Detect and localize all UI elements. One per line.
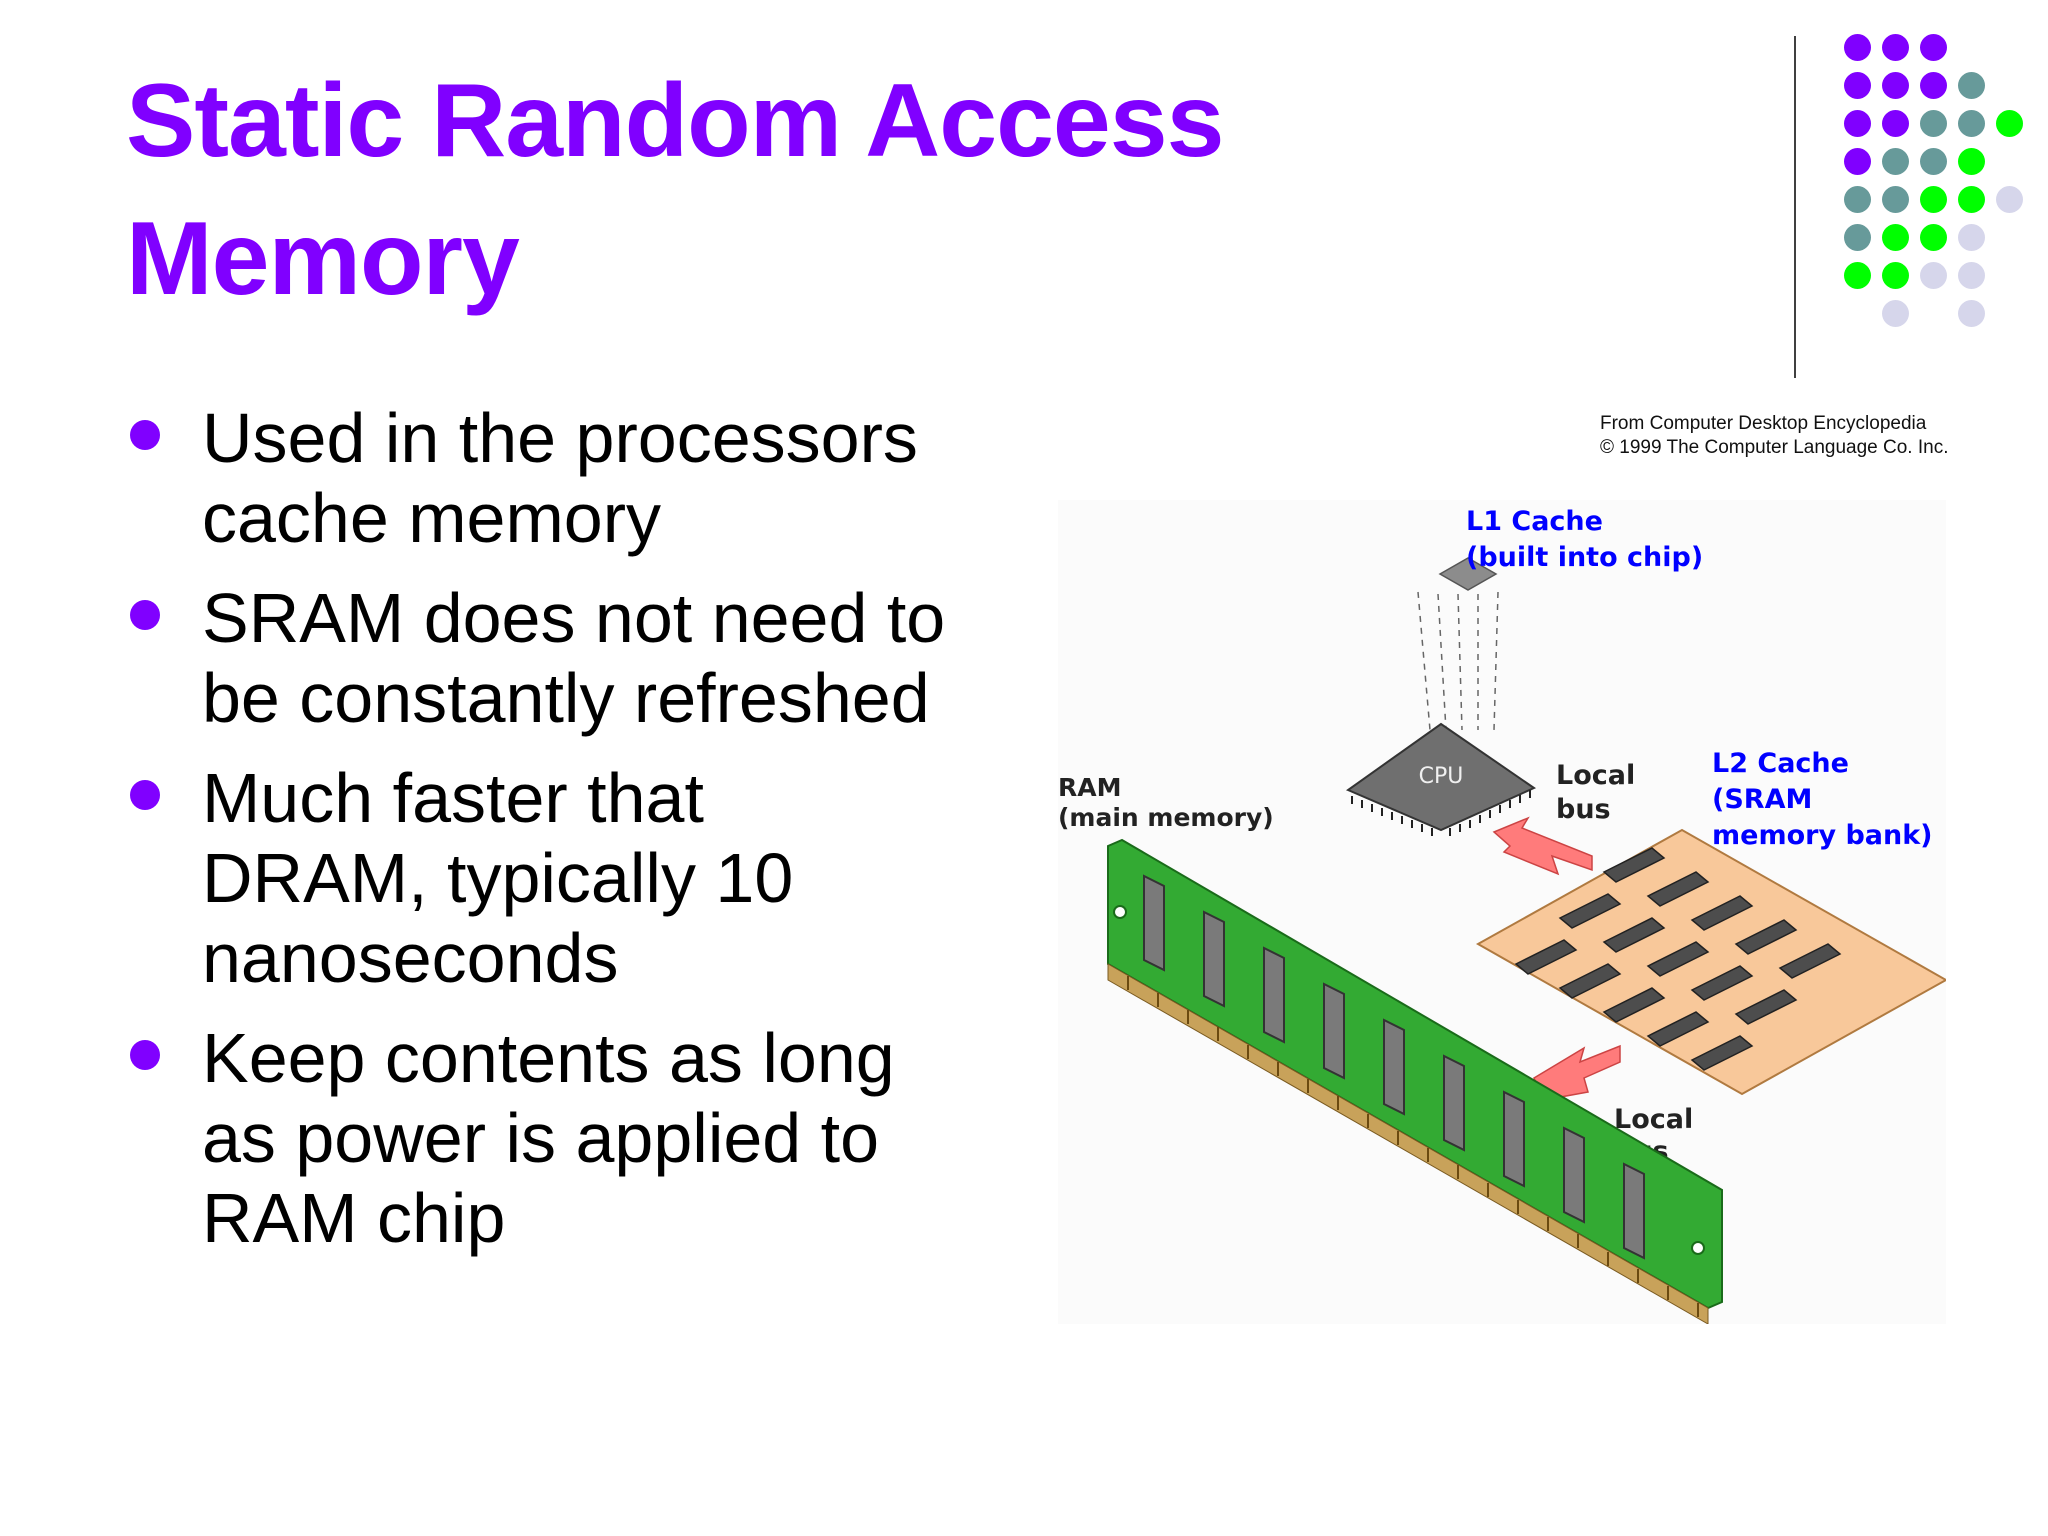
l2-label-line-2: (SRAM: [1712, 784, 1812, 815]
decorative-dot: [1920, 110, 1947, 137]
decorative-dot: [1920, 72, 1947, 99]
bullet-text: be constantly refreshed: [202, 659, 930, 737]
bullet-text: RAM chip: [202, 1179, 506, 1257]
decorative-dot: [1844, 262, 1871, 289]
vertical-divider: [1794, 36, 1796, 378]
decorative-dot: [1920, 224, 1947, 251]
decorative-dot: [1844, 72, 1871, 99]
bullet-marker-icon: [130, 420, 160, 450]
decorative-dot: [1882, 300, 1909, 327]
bullet-item: Used in the processors cache memory: [126, 398, 1026, 558]
cpu-label: CPU: [1419, 764, 1464, 789]
decorative-dot: [1958, 224, 1985, 251]
decorative-dot: [1958, 72, 1985, 99]
bullet-marker-icon: [130, 780, 160, 810]
memory-diagram-svg: CPU L1 Cache (built into chip) Local bus…: [1058, 500, 1946, 1324]
decorative-dot: [1844, 186, 1871, 213]
decorative-dot: [1882, 34, 1909, 61]
decorative-dot: [1920, 186, 1947, 213]
l1-label-line-2: (built into chip): [1466, 542, 1703, 573]
bullet-text: DRAM, typically 10: [202, 839, 794, 917]
decorative-dot: [1920, 34, 1947, 61]
bullet-item: Much faster that DRAM, typically 10 nano…: [126, 758, 1026, 998]
decorative-dot: [1958, 110, 1985, 137]
bullet-item: SRAM does not need to be constantly refr…: [126, 578, 1026, 738]
title-line-2: Memory: [126, 201, 520, 317]
decorative-dot: [1920, 148, 1947, 175]
decorative-dot: [1958, 186, 1985, 213]
l2-label-line-3: memory bank): [1712, 820, 1933, 851]
decorative-dot: [1958, 300, 1985, 327]
decorative-dot: [1882, 224, 1909, 251]
ram-label-line-1: RAM: [1058, 773, 1121, 802]
decorative-dot: [1844, 34, 1871, 61]
decorative-dot: [1844, 148, 1871, 175]
memory-diagram: CPU L1 Cache (built into chip) Local bus…: [1058, 500, 1946, 1324]
bullet-list: Used in the processors cache memory SRAM…: [126, 398, 1026, 1278]
decorative-dot: [1882, 148, 1909, 175]
bullet-text: as power is applied to: [202, 1099, 880, 1177]
credit-line-2: © 1999 The Computer Language Co. Inc.: [1600, 437, 1949, 458]
decorative-dot: [1882, 72, 1909, 99]
cpu-chip-icon: [1345, 722, 1537, 836]
credit-line-1: From Computer Desktop Encyclopedia: [1600, 413, 1927, 434]
local-bus-top-line-1: Local: [1556, 760, 1635, 791]
l1-cache-die-icon: [1438, 557, 1498, 591]
l2-label-line-1: L2 Cache: [1712, 748, 1849, 779]
bullet-text: Used in the processors: [202, 399, 918, 477]
decorative-dot: [1996, 186, 2023, 213]
bullet-text: nanoseconds: [202, 919, 619, 997]
image-credit: From Computer Desktop Encyclopedia © 199…: [1600, 412, 1949, 460]
bullet-text: SRAM does not need to: [202, 579, 946, 657]
title-line-1: Static Random Access: [126, 63, 1224, 179]
bullet-text: Much faster that: [202, 759, 704, 837]
local-bus-bottom-line-1: Local: [1614, 1104, 1693, 1135]
decorative-dot: [1920, 262, 1947, 289]
decorative-dot: [1882, 262, 1909, 289]
decorative-dot: [1958, 262, 1985, 289]
decorative-dot: [1882, 110, 1909, 137]
bullet-text: cache memory: [202, 479, 662, 557]
ram-module-icon: [1107, 838, 1723, 1324]
ram-label-line-2: (main memory): [1058, 803, 1274, 832]
l1-label-line-1: L1 Cache: [1466, 506, 1603, 537]
decorative-dot: [1882, 186, 1909, 213]
local-bus-top-line-2: bus: [1556, 794, 1611, 825]
bullet-marker-icon: [130, 600, 160, 630]
decorative-dot: [1844, 110, 1871, 137]
l2-sram-chips: [1514, 847, 1842, 1071]
decorative-dot: [1996, 110, 2023, 137]
bullet-marker-icon: [130, 1040, 160, 1070]
bullet-item: Keep contents as long as power is applie…: [126, 1018, 1026, 1258]
local-bus-arrow-top-icon: [1492, 816, 1593, 876]
slide-title: Static Random Access Memory: [126, 52, 1426, 328]
decorative-dot: [1958, 148, 1985, 175]
decorative-dot: [1844, 224, 1871, 251]
bullet-text: Keep contents as long: [202, 1019, 895, 1097]
decorative-dot-grid: [0, 0, 2048, 400]
l1-connector-lines: [1417, 591, 1499, 731]
